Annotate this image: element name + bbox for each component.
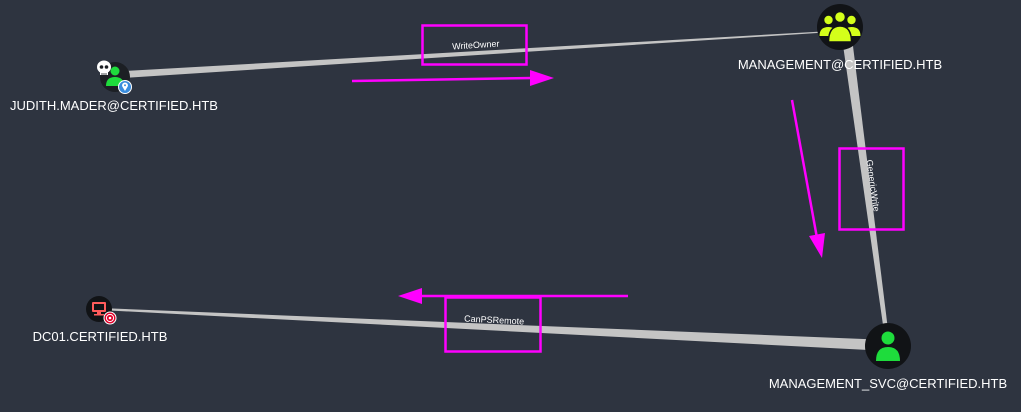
node-management[interactable]: MANAGEMENT@CERTIFIED.HTB (738, 4, 942, 72)
target-icon (103, 311, 117, 325)
annotation-arrow-down (790, 99, 825, 258)
location-pin-icon (118, 80, 132, 94)
annotation-box-write-owner (421, 24, 528, 66)
annotation-layer (351, 24, 905, 353)
node-judith-mader[interactable]: JUDITH.MADER@CERTIFIED.HTB (10, 60, 218, 114)
node-label-judith-mader: JUDITH.MADER@CERTIFIED.HTB (10, 98, 218, 113)
group-icon (819, 10, 861, 43)
user-icon (876, 331, 900, 361)
edge-generic-write[interactable]: GenericWrite (842, 38, 890, 346)
edge-can-ps-remote[interactable]: CanPSRemote (100, 308, 888, 351)
computer-icon (92, 302, 106, 316)
node-label-management: MANAGEMENT@CERTIFIED.HTB (738, 57, 942, 72)
annotation-box-can-ps-remote (444, 296, 542, 353)
node-dc01[interactable]: DC01.CERTIFIED.HTB (33, 296, 168, 344)
annotation-arrow-left (398, 288, 628, 304)
skull-icon (97, 60, 111, 75)
annotation-box-generic-write (838, 147, 905, 231)
edge-write-owner[interactable]: WriteOwner (116, 30, 840, 79)
edge-label-can-ps-remote: CanPSRemote (464, 313, 524, 326)
node-management-svc[interactable]: MANAGEMENT_SVC@CERTIFIED.HTB (769, 323, 1007, 391)
node-label-management-svc: MANAGEMENT_SVC@CERTIFIED.HTB (769, 376, 1007, 391)
edge-label-write-owner: WriteOwner (452, 39, 500, 52)
node-label-dc01: DC01.CERTIFIED.HTB (33, 329, 168, 344)
annotation-arrow-right (351, 70, 554, 86)
